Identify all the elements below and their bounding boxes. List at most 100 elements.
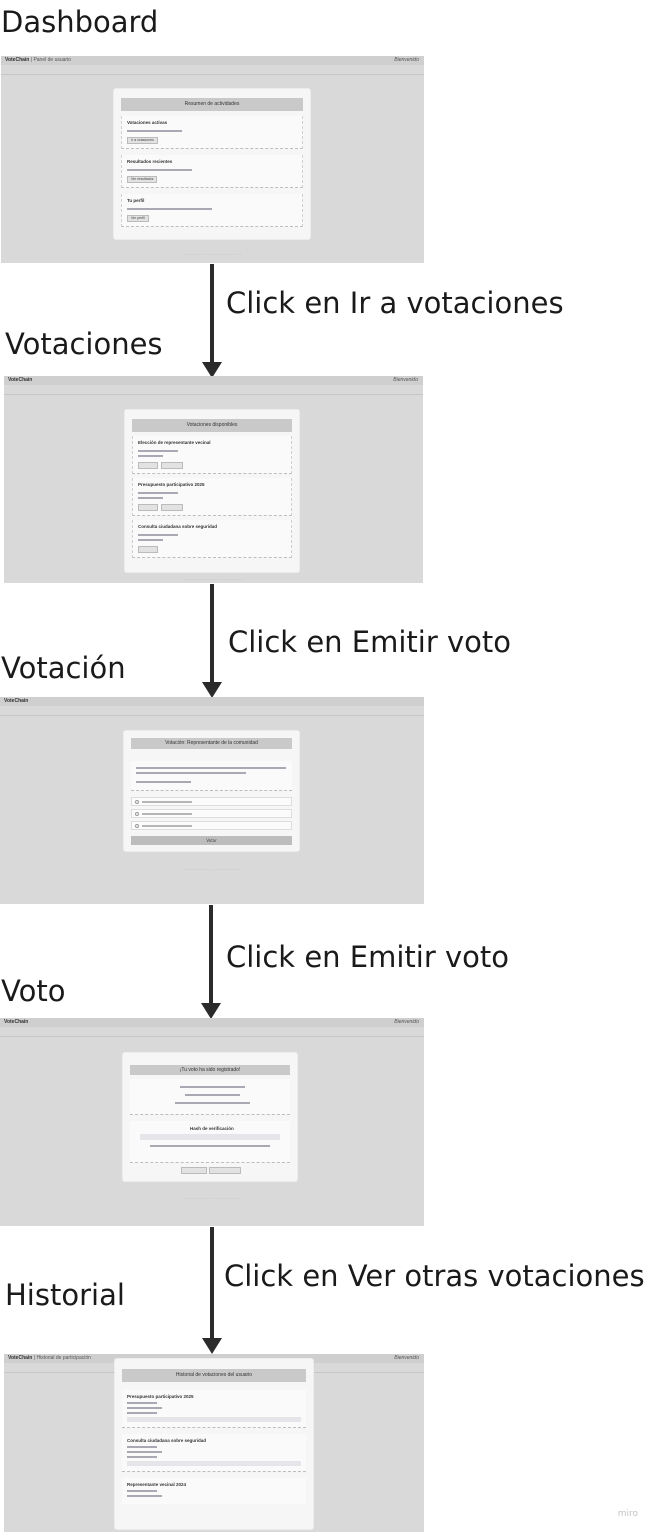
text-line [138, 450, 178, 452]
top-bar: VoteChain | Panel de usuario Bienvenido [1, 56, 424, 65]
section-title: Resultados recientes [127, 159, 173, 164]
nav-bar [4, 385, 423, 395]
user-greeting: Bienvenido [394, 57, 419, 63]
receipt-details [130, 1079, 290, 1115]
section-active-votes: Votaciones activas Ir a votaciones [121, 116, 303, 149]
view-receipt-button[interactable] [181, 1167, 207, 1174]
screenshot-votacion: VoteChain Votación: Representante de la … [0, 697, 424, 904]
history-item-title: Presupuesto participativo 2025 [127, 1394, 194, 1399]
screenshot-votaciones: VoteChain Bienvenido Votaciones disponib… [4, 376, 423, 583]
text-line [127, 1495, 162, 1497]
view-other-votes-button[interactable] [209, 1167, 241, 1174]
vote-item: Presupuesto participativo 2025 [132, 478, 292, 516]
details-button[interactable] [161, 504, 183, 511]
view-results-button[interactable]: Ver resultados [127, 176, 158, 183]
brand-logo: VoteChain [4, 698, 29, 704]
text-line [138, 534, 178, 536]
text-line [127, 1451, 162, 1453]
text-line [136, 767, 286, 769]
ballot-card: Votación: Representante de la comunidad … [123, 730, 300, 852]
summary-card: Resumen de actividades Votaciones activa… [113, 88, 311, 240]
receipt-card: ¡Tu voto ha sido registrado! Hash de ver… [122, 1052, 298, 1182]
vote-button[interactable] [138, 462, 158, 469]
vote-item-title: Presupuesto participativo 2025 [138, 482, 205, 487]
stage-title-voto: Voto [1, 974, 66, 1008]
page-footer: · · · · · · · · · · · · · · · · · · · · … [183, 1197, 241, 1201]
brand-logo: VoteChain [8, 377, 33, 383]
card-title: Historial de votaciones del usuario [122, 1369, 306, 1382]
top-bar: VoteChain Bienvenido [0, 1018, 424, 1027]
top-bar: VoteChain Bienvenido [4, 376, 423, 385]
section-recent-results: Resultados recientes Ver resultados [121, 155, 303, 188]
top-bar: VoteChain [0, 697, 424, 706]
vote-item-title: Consulta ciudadana sobre seguridad [138, 524, 218, 529]
text-line [138, 455, 163, 457]
stage-title-votacion: Votación [1, 651, 126, 685]
nav-bar [0, 706, 424, 716]
stage-title-historial: Historial [5, 1278, 125, 1312]
user-greeting: Bienvenido [393, 377, 418, 383]
page-footer: · · · · · · · · · · · · · · · · · · · · … [184, 253, 241, 257]
text-line [127, 1456, 157, 1458]
candidate-option[interactable] [131, 821, 292, 830]
text-line [127, 1446, 157, 1448]
section-title: Votaciones activas [127, 120, 168, 125]
details-button[interactable] [161, 462, 183, 469]
section-profile: Tu perfil Ver perfil [121, 194, 303, 227]
go-to-votes-button[interactable]: Ir a votaciones [127, 137, 158, 144]
candidate-option[interactable] [131, 797, 292, 806]
arrow-connector-4 [202, 1227, 222, 1354]
text-line [138, 492, 178, 494]
stage-title-dashboard: Dashboard [1, 5, 159, 39]
text-line [127, 1402, 157, 1404]
vote-button[interactable] [138, 546, 158, 553]
page-footer: · · · · · · · · · · · · · · · · · · · · … [183, 868, 241, 872]
transition-label-1: Click en Ir a votaciones [226, 286, 564, 320]
nav-bar [1, 65, 424, 75]
transition-label-3: Click en Emitir voto [226, 940, 509, 974]
text-line [127, 1490, 157, 1492]
radio-icon [135, 800, 139, 804]
text-line [136, 781, 191, 783]
hash-value [140, 1134, 280, 1140]
text-line [138, 497, 163, 499]
text-line [127, 169, 192, 171]
card-title: Resumen de actividades [121, 98, 303, 111]
vote-button[interactable] [138, 504, 158, 511]
nav-bar [0, 1027, 424, 1037]
vote-item: Elección de representante vecinal [132, 436, 292, 474]
vote-item: Consulta ciudadana sobre seguridad [132, 520, 292, 558]
votes-card: Votaciones disponibles Elección de repre… [124, 409, 300, 573]
arrow-connector-1 [202, 264, 222, 378]
card-title: Votación: Representante de la comunidad [131, 738, 292, 749]
user-greeting: Bienvenido [394, 1019, 419, 1025]
text-line [150, 1145, 270, 1147]
section-title: Tu perfil [127, 198, 145, 203]
text-line [138, 539, 163, 541]
history-item: Representante vecinal 2024 [122, 1478, 306, 1504]
submit-vote-button[interactable]: Votar [131, 836, 292, 845]
history-item-title: Consulta ciudadana sobre seguridad [127, 1438, 207, 1443]
arrow-connector-3 [201, 905, 221, 1019]
history-item-title: Representante vecinal 2024 [127, 1482, 187, 1487]
text-line [127, 1407, 162, 1409]
radio-icon [135, 824, 139, 828]
history-card: Historial de votaciones del usuario Pres… [114, 1358, 314, 1530]
screenshot-historial: VoteChain | Historial de participación B… [4, 1354, 424, 1532]
brand-logo: VoteChain | Historial de participación [8, 1355, 91, 1361]
candidate-option[interactable] [131, 809, 292, 818]
screenshot-dashboard: VoteChain | Panel de usuario Bienvenido … [1, 56, 424, 263]
ballot-description [131, 761, 292, 791]
text-line [127, 208, 212, 210]
hash-value [127, 1461, 301, 1466]
text-line [185, 1094, 240, 1096]
history-item: Presupuesto participativo 2025 [122, 1390, 306, 1428]
hash-value [127, 1417, 301, 1422]
hash-section: Hash de verificación [130, 1121, 290, 1163]
card-title: Votaciones disponibles [132, 419, 292, 432]
history-item: Consulta ciudadana sobre seguridad [122, 1434, 306, 1472]
text-line [175, 1102, 250, 1104]
transition-label-2: Click en Emitir voto [228, 625, 511, 659]
miro-watermark: miro [617, 1509, 638, 1519]
view-profile-button[interactable]: Ver perfil [127, 215, 149, 222]
